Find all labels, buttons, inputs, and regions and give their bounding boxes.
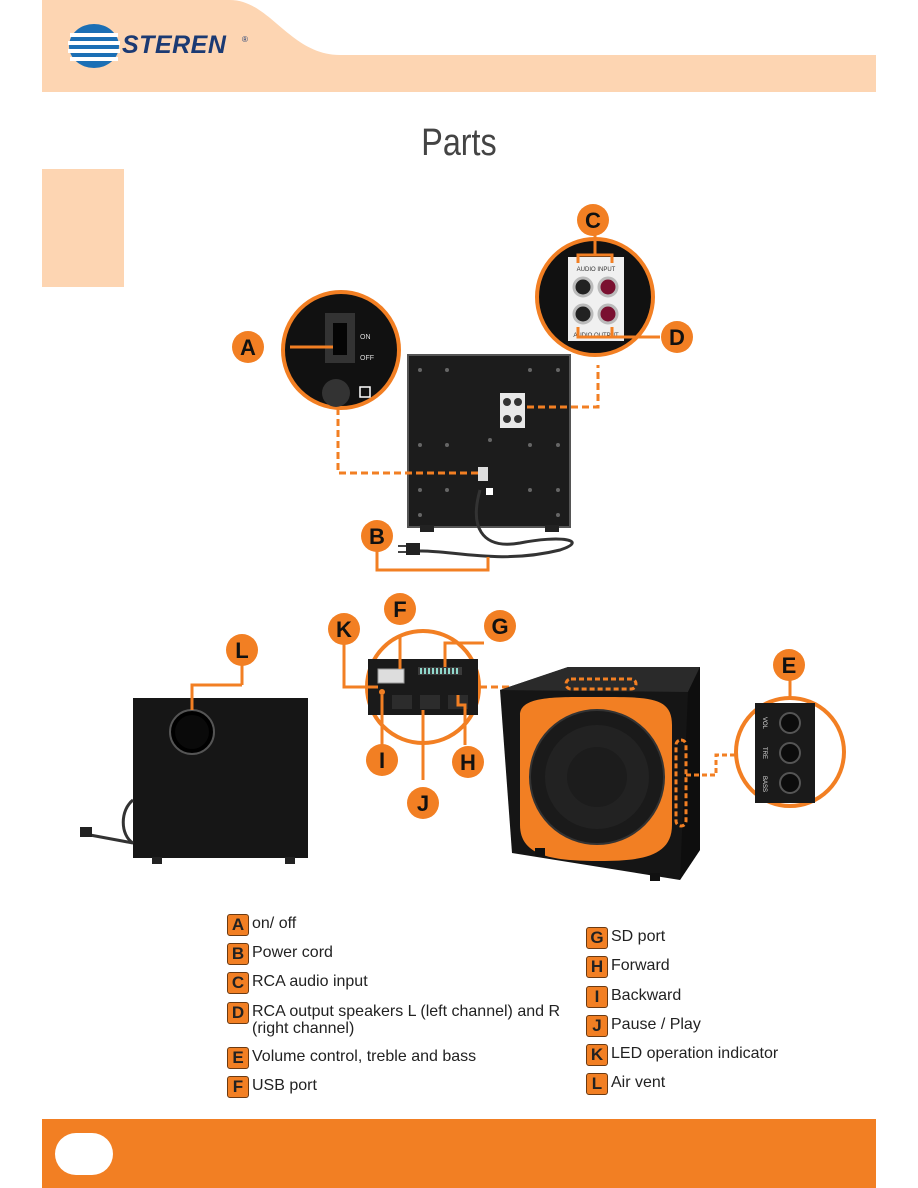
legend-item-g: G SD port xyxy=(586,927,826,949)
legend-item-k: K LED operation indicator xyxy=(586,1044,826,1066)
callout-g: G xyxy=(491,614,508,639)
on-label: ON xyxy=(360,334,371,341)
callout-d: D xyxy=(669,325,685,350)
legend-badge: J xyxy=(586,1015,608,1037)
bass-label: BASS xyxy=(761,776,767,792)
callout-c: C xyxy=(585,208,601,233)
legend-text: RCA audio input xyxy=(252,973,368,990)
legend-text: Pause / Play xyxy=(611,1016,701,1033)
rear-panel-diagram: ON OFF AUDIO INPUT AUDIO OUTPUT xyxy=(281,235,660,572)
legend-item-f: F USB port xyxy=(227,1076,567,1098)
callout-e: E xyxy=(782,653,797,678)
legend-text: Forward xyxy=(611,957,670,974)
legend-text: Power cord xyxy=(252,944,333,961)
callout-layer: C A D B F K G L E I H J xyxy=(226,204,805,819)
legend-item-d: D RCA output speakers L (left channel) a… xyxy=(227,1002,567,1037)
brand-registered: ® xyxy=(242,35,248,44)
callout-f: F xyxy=(393,597,406,622)
legend-item-i: I Backward xyxy=(586,986,826,1008)
legend-badge: L xyxy=(586,1073,608,1095)
tre-label: TRE xyxy=(761,747,767,759)
legend-badge: B xyxy=(227,943,249,965)
legend-badge: K xyxy=(586,1044,608,1066)
vol-label: VOL xyxy=(761,717,767,730)
legend-badge: F xyxy=(227,1076,249,1098)
legend-badge: A xyxy=(227,914,249,936)
legend-item-l: L Air vent xyxy=(586,1073,826,1095)
callout-a: A xyxy=(240,335,256,360)
callout-h: H xyxy=(460,750,476,775)
brand-name: STEREN xyxy=(122,31,227,59)
callout-b: B xyxy=(369,524,385,549)
legend-text: USB port xyxy=(252,1077,317,1094)
steren-logo-icon xyxy=(68,24,120,68)
legend-item-b: B Power cord xyxy=(227,943,567,965)
legend-badge: G xyxy=(586,927,608,949)
front-side-diagram: VOL TRE BASS xyxy=(80,629,846,881)
legend-badge: C xyxy=(227,972,249,994)
page-title: Parts xyxy=(421,122,497,164)
legend-item-c: C RCA audio input xyxy=(227,972,567,994)
legend-text: RCA output speakers L (left channel) and… xyxy=(252,1003,561,1037)
legend-text: Backward xyxy=(611,987,682,1004)
callout-k: K xyxy=(336,617,352,642)
legend-text: LED operation indicator xyxy=(611,1045,779,1062)
footer-band xyxy=(42,1119,876,1188)
legend-item-j: J Pause / Play xyxy=(586,1015,826,1037)
legend-item-a: A on/ off xyxy=(227,914,567,936)
legend-text: SD port xyxy=(611,928,666,945)
legend-text: on/ off xyxy=(252,915,297,932)
legend-item-e: E Volume control, treble and bass xyxy=(227,1047,567,1069)
off-label: OFF xyxy=(360,355,374,362)
legend-badge: I xyxy=(586,986,608,1008)
legend-item-h: H Forward xyxy=(586,956,826,978)
callout-l: L xyxy=(235,638,248,663)
callout-i: I xyxy=(379,748,385,773)
legend-badge: E xyxy=(227,1047,249,1069)
side-cabinet xyxy=(133,698,308,858)
legend-text: Volume control, treble and bass xyxy=(252,1048,477,1065)
header-band xyxy=(42,0,876,92)
page-number-pill xyxy=(55,1133,113,1175)
audio-input-label: AUDIO INPUT xyxy=(577,267,616,273)
legend-badge: D xyxy=(227,1002,249,1024)
callout-j: J xyxy=(417,791,429,816)
side-tab xyxy=(42,169,124,287)
legend-text: Air vent xyxy=(611,1074,666,1091)
legend-badge: H xyxy=(586,956,608,978)
